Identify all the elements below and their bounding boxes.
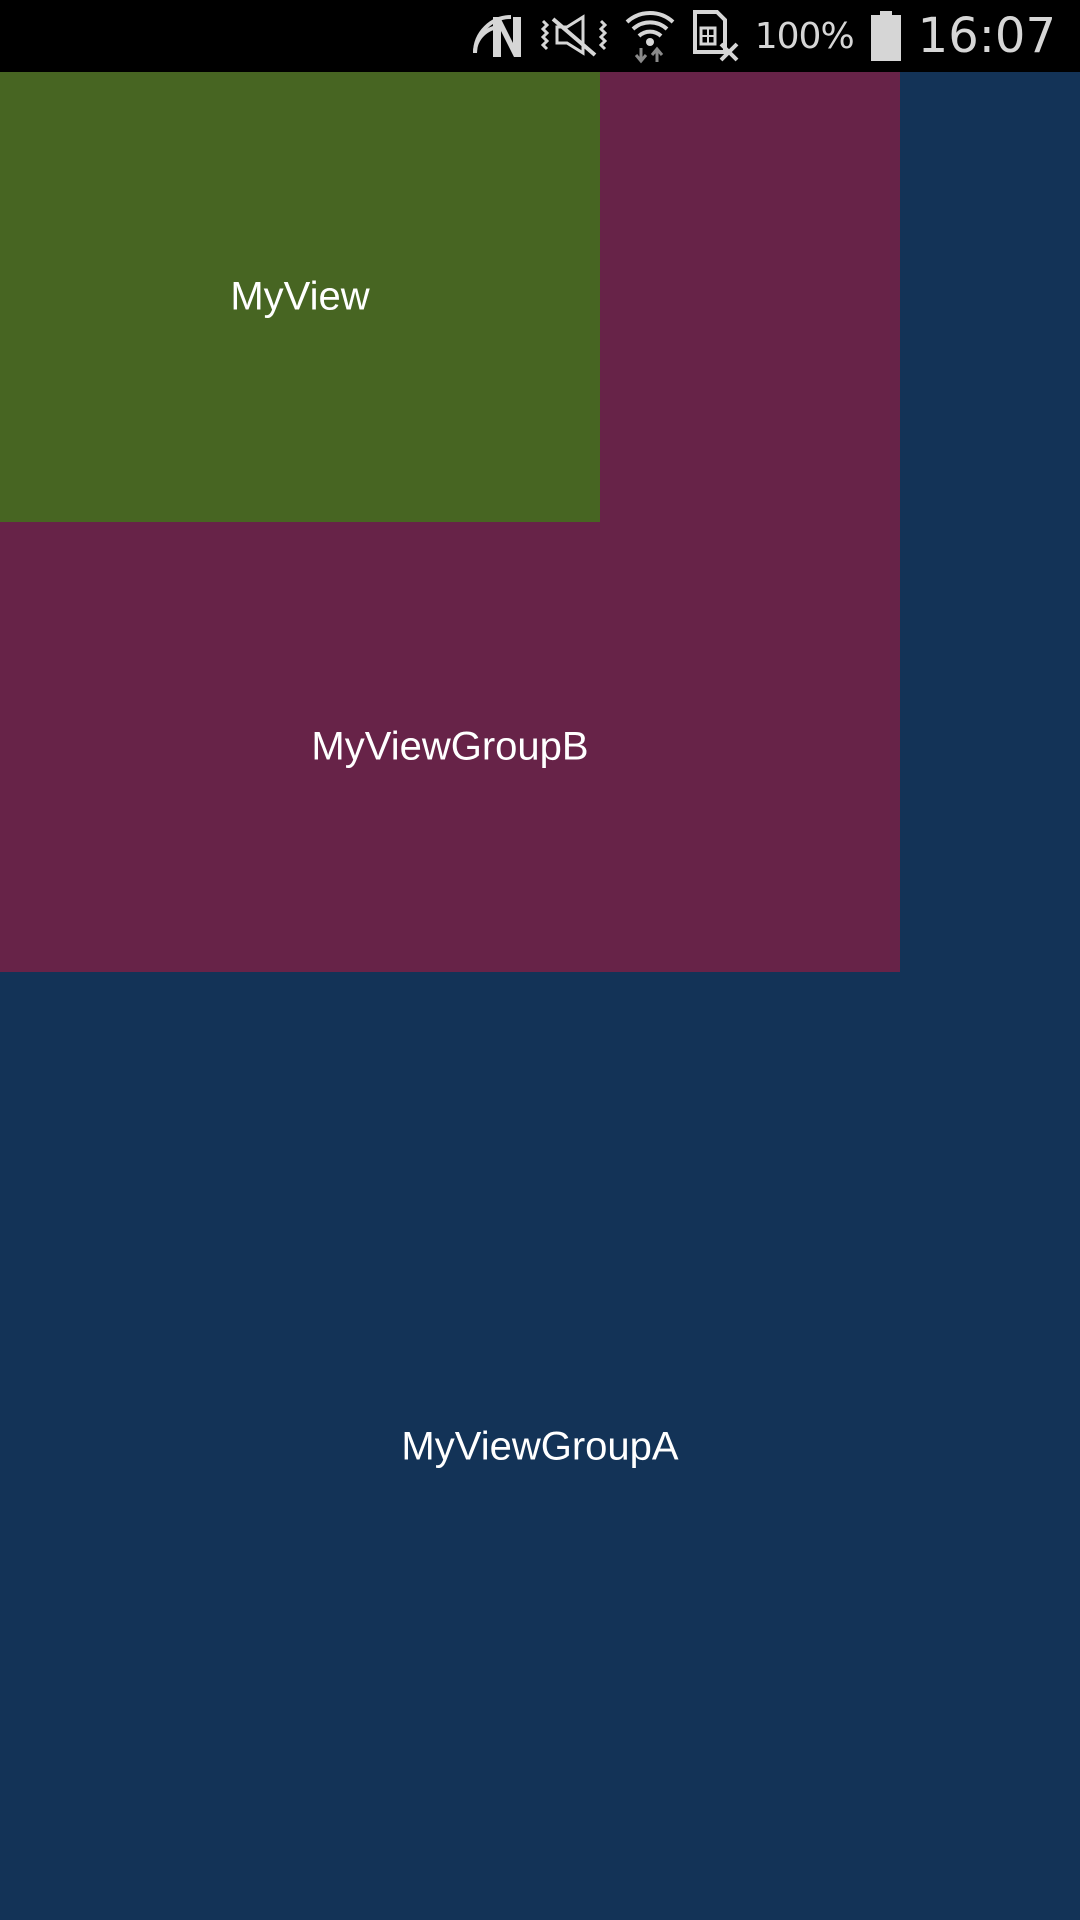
clock: 16:07 [917,8,1056,64]
my-view-group-b-label: MyViewGroupB [311,724,589,769]
my-view-group-a-label: MyViewGroupA [401,1424,679,1469]
my-view-group-a[interactable]: MyView MyViewGroupB MyViewGroupA [0,72,1080,1920]
status-bar: 100% 16:07 [0,0,1080,72]
wifi-icon [625,8,675,64]
battery-icon [870,11,902,61]
nfc-icon [472,13,523,59]
no-sim-icon [691,8,741,64]
battery-percent: 100% [754,15,855,57]
my-view-group-b[interactable]: MyView MyViewGroupB [0,72,900,972]
vibrate-icon [539,13,609,59]
my-view[interactable]: MyView [0,72,600,522]
status-icons: 100% 16:07 [457,0,1056,72]
my-view-label: MyView [230,274,370,319]
